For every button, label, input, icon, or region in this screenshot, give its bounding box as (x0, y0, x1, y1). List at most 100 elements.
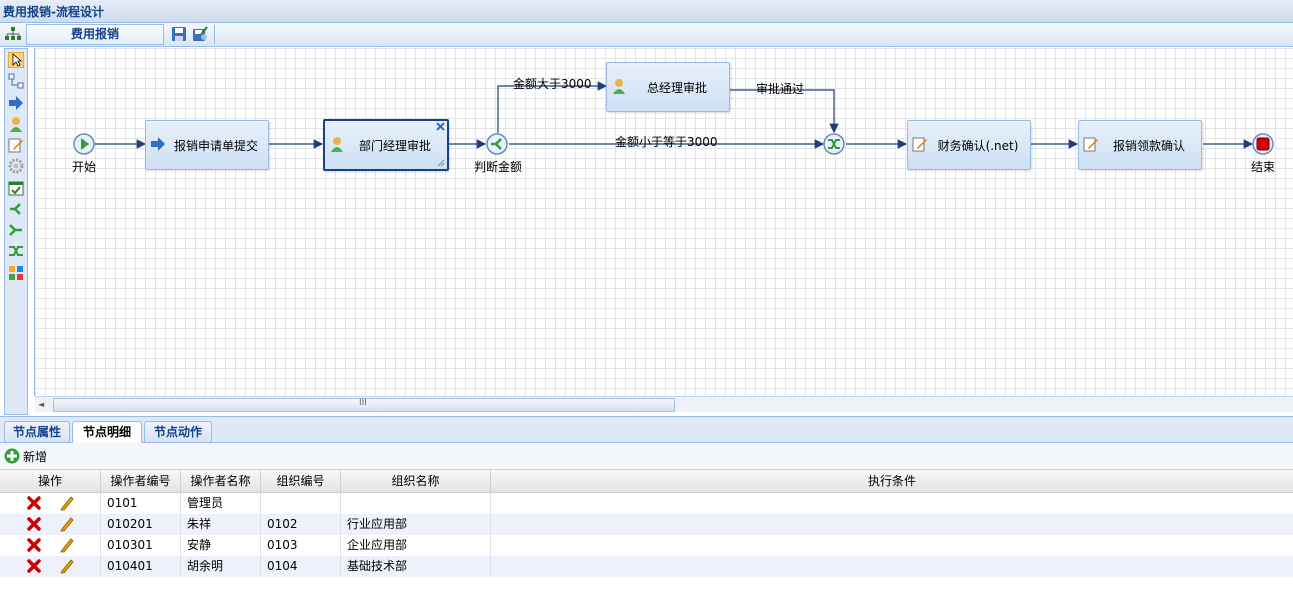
cell-org-name: 行业应用部 (341, 514, 491, 535)
node-payment[interactable]: 报销领款确认 (1078, 120, 1202, 170)
tab-node-details[interactable]: 节点明细 (72, 421, 142, 443)
scrollbar-grip: III (359, 398, 367, 408)
edge-approved-label: 审批通过 (756, 82, 805, 96)
node-palette (4, 48, 28, 415)
user-task-icon[interactable] (8, 116, 24, 132)
column-header-org-id[interactable]: 组织编号 (261, 470, 341, 492)
cell-operator-id: 010201 (101, 514, 181, 535)
cell-condition (491, 493, 1293, 514)
designer-toolbar: 费用报销 (0, 23, 1293, 47)
scroll-left-icon[interactable]: ◄ (38, 400, 45, 409)
save-as-icon[interactable] (192, 26, 208, 42)
cell-operator-name: 安静 (181, 535, 261, 556)
save-icon[interactable] (171, 26, 187, 42)
flow-canvas[interactable]: 开始 报销申请单提交 部门经理审批 判断金额 金额大于3000 金额小于等于30… (34, 48, 1293, 396)
edit-form-icon[interactable] (8, 137, 24, 153)
add-button-label: 新增 (23, 449, 48, 464)
cell-ops (0, 514, 101, 535)
cell-condition (491, 535, 1293, 556)
decision-node-label: 判断金额 (474, 160, 523, 174)
cell-org-name: 企业应用部 (341, 535, 491, 556)
cell-operator-name: 朱祥 (181, 514, 261, 535)
column-header-org-name[interactable]: 组织名称 (341, 470, 491, 492)
delete-icon[interactable] (27, 559, 41, 573)
cell-org-name: 基础技术部 (341, 556, 491, 577)
edit-pencil-icon[interactable] (59, 516, 75, 532)
shuffle-icon[interactable] (8, 243, 24, 259)
node-payment-label: 报销领款确认 (1112, 138, 1185, 153)
column-header-ops[interactable]: 操作 (0, 470, 101, 492)
cell-org-id: 0104 (261, 556, 341, 577)
edge-approved (729, 89, 839, 134)
node-general-manager[interactable]: 总经理审批 (606, 62, 730, 112)
detail-tab-strip: 节点属性 节点明细 节点动作 (0, 416, 1293, 443)
close-icon[interactable] (436, 122, 445, 131)
column-header-condition[interactable]: 执行条件 (867, 474, 916, 488)
cell-ops (0, 556, 101, 577)
cell-ops (0, 535, 101, 556)
node-dept-manager[interactable]: 部门经理审批 (323, 119, 449, 171)
cell-org-id: 0103 (261, 535, 341, 556)
cell-operator-id: 010401 (101, 556, 181, 577)
end-node-icon[interactable] (1252, 133, 1274, 155)
task-arrow-icon (151, 137, 165, 151)
user-task-icon (613, 79, 625, 94)
delete-icon[interactable] (27, 496, 41, 510)
canvas-horizontal-scrollbar[interactable]: ◄ III (35, 396, 1293, 412)
cell-condition (491, 514, 1293, 535)
merge-branch-icon[interactable] (8, 222, 24, 238)
resize-grip-icon[interactable] (437, 159, 445, 167)
decision-node-icon[interactable] (486, 133, 508, 155)
edit-form-icon (1083, 137, 1098, 152)
delete-icon[interactable] (27, 538, 41, 552)
add-icon (4, 448, 20, 464)
scrollbar-thumb[interactable]: III (53, 398, 675, 412)
end-node-label: 结束 (1251, 160, 1276, 174)
add-button[interactable]: 新增 (4, 447, 47, 465)
select-pointer-icon[interactable] (8, 52, 24, 68)
flow-name-label: 费用报销 (26, 24, 164, 45)
delete-icon[interactable] (27, 517, 41, 531)
tab-node-properties[interactable]: 节点属性 (4, 421, 70, 442)
subprocess-icon[interactable] (8, 265, 24, 281)
cell-operator-id: 010301 (101, 535, 181, 556)
gear-icon[interactable] (8, 158, 24, 174)
node-submit-label: 报销申请单提交 (173, 138, 258, 153)
cell-org-name (341, 493, 491, 514)
tab-node-actions[interactable]: 节点动作 (144, 421, 212, 442)
cell-org-id: 0102 (261, 514, 341, 535)
cell-condition (491, 556, 1293, 577)
split-branch-icon[interactable] (8, 201, 24, 217)
grid-header: 操作 操作者编号 操作者名称 组织编号 组织名称 执行条件 (0, 470, 1293, 493)
column-header-operator-id[interactable]: 操作者编号 (101, 470, 181, 492)
merge-node-icon[interactable] (823, 133, 845, 155)
task-arrow-icon[interactable] (8, 95, 24, 111)
window-title: 费用报销-流程设计 (3, 5, 104, 19)
edit-form-icon (912, 137, 927, 152)
edge-over-3000-label: 金额大于3000 (513, 77, 592, 91)
edit-pencil-icon[interactable] (59, 495, 75, 511)
edit-pencil-icon[interactable] (59, 558, 75, 574)
flow-tree-icon[interactable] (5, 27, 21, 41)
node-dept-label: 部门经理审批 (358, 138, 431, 153)
node-finance[interactable]: 财务确认(.net) (907, 120, 1031, 170)
start-node-label: 开始 (72, 160, 97, 174)
edge-over-3000 (497, 81, 608, 133)
node-submit[interactable]: 报销申请单提交 (145, 120, 269, 170)
cell-operator-id: 0101 (101, 493, 181, 514)
toolbar-separator (214, 25, 215, 44)
cell-operator-name: 管理员 (181, 493, 261, 514)
column-header-operator-name[interactable]: 操作者名称 (181, 470, 261, 492)
cell-ops (0, 493, 101, 514)
window-title-bar: 费用报销-流程设计 (0, 0, 1293, 23)
edit-pencil-icon[interactable] (59, 537, 75, 553)
node-gm-label: 总经理审批 (646, 80, 707, 95)
connector-icon[interactable] (8, 73, 24, 89)
checklist-icon[interactable] (8, 180, 24, 196)
grid-toolbar: 新增 (0, 443, 1293, 470)
start-node-icon[interactable] (73, 133, 95, 155)
